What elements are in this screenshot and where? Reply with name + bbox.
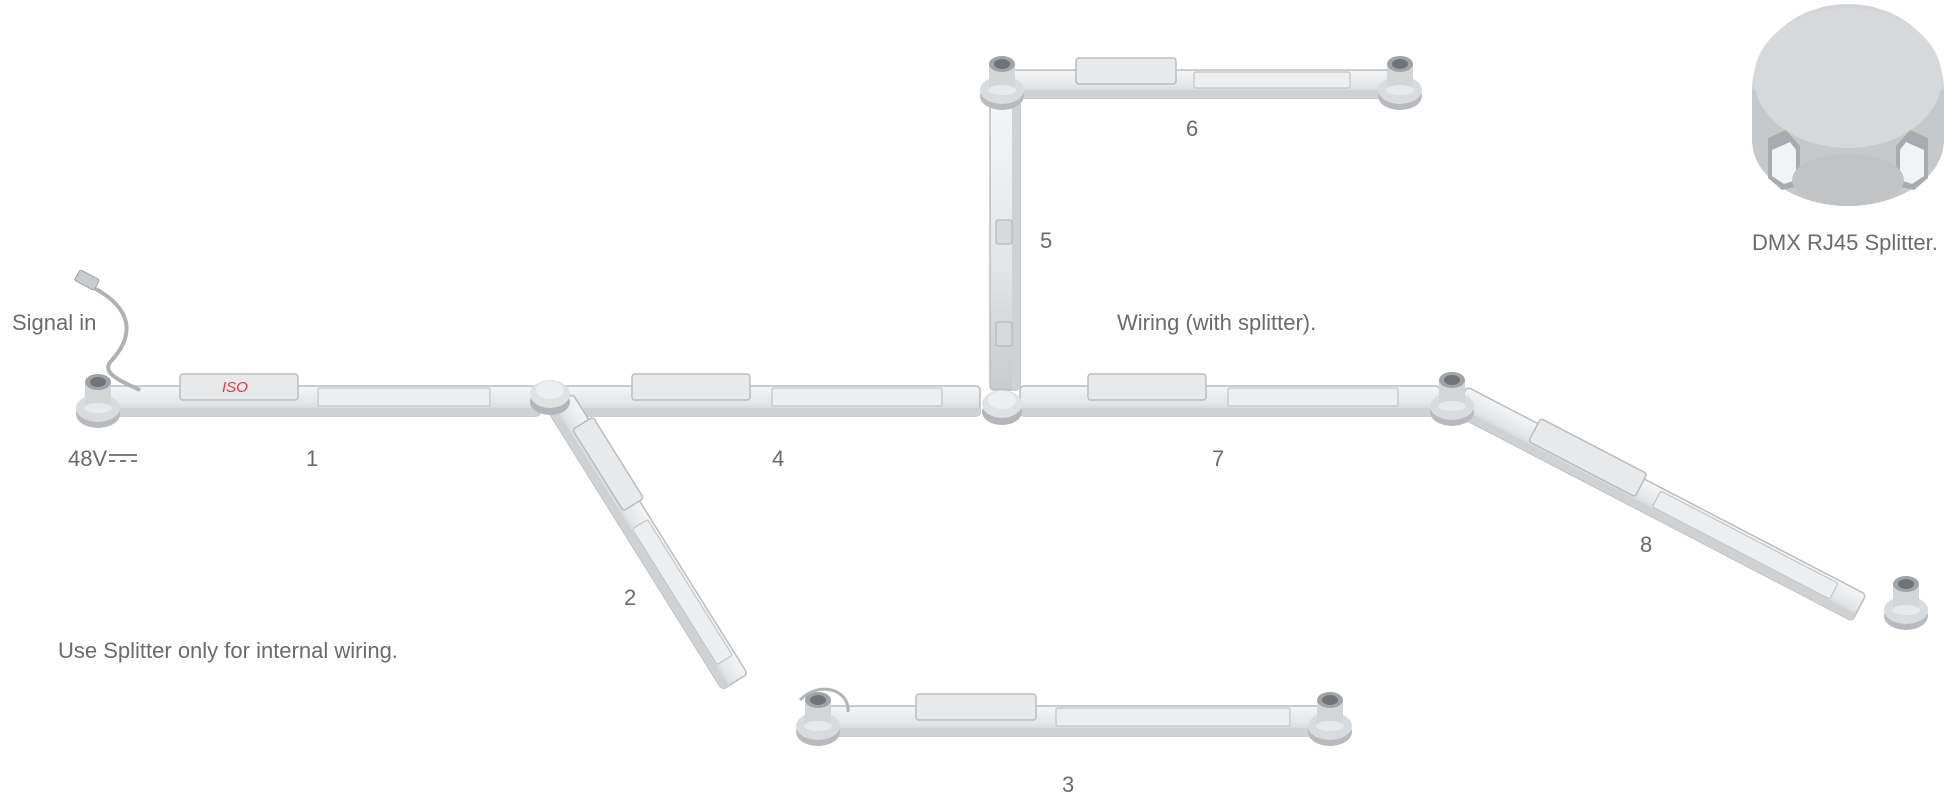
dmx-splitter-illustration	[1752, 4, 1944, 206]
rail-segment-8	[1453, 387, 1866, 622]
driver-box-7	[1087, 373, 1207, 401]
rail-segment-5	[989, 99, 1021, 391]
iso-tag: ISO	[222, 379, 248, 396]
signal-in-label: Signal in	[12, 310, 97, 335]
junction-hub-1	[530, 380, 570, 415]
rail-segment-3	[819, 693, 1331, 737]
splitter-title: DMX RJ45 Splitter.	[1752, 230, 1938, 255]
connector-loop	[798, 687, 850, 713]
driver-box-4	[631, 373, 751, 401]
voltage-label: 48V	[68, 446, 138, 472]
endcap-6-right	[1378, 56, 1422, 110]
endcap-3-left	[796, 692, 840, 746]
rail-segment-4	[559, 373, 981, 417]
junction-hub-2	[982, 390, 1022, 425]
segment-label-6: 6	[1186, 116, 1199, 141]
segment-label-8: 8	[1640, 532, 1653, 557]
wiring-note: Wiring (with splitter).	[1117, 310, 1317, 335]
endcap-6-left	[980, 56, 1024, 110]
rail-segment-1: ISO	[99, 373, 541, 417]
segment-label-7: 7	[1212, 446, 1225, 471]
dc-symbol-icon	[109, 454, 138, 466]
segment-label-3: 3	[1062, 772, 1075, 797]
rail-segment-2	[547, 394, 747, 690]
usage-note: Use Splitter only for internal wiring.	[58, 638, 398, 663]
signal-cable	[74, 269, 141, 392]
segment-label-1: 1	[306, 446, 319, 471]
segment-label-4: 4	[772, 446, 785, 471]
endcap-signal-in	[76, 374, 120, 428]
rail-segment-7	[1019, 373, 1441, 417]
segment-label-5: 5	[1040, 228, 1053, 253]
endcap-8-end	[1884, 576, 1928, 630]
driver-box-6	[1075, 57, 1177, 85]
rail-segment-6	[999, 57, 1401, 99]
driver-box-1	[179, 373, 299, 401]
voltage-value: 48V	[68, 446, 108, 471]
segment-label-2: 2	[624, 585, 637, 610]
endcap-3-right	[1308, 692, 1352, 746]
driver-box-3	[915, 693, 1037, 721]
endcap-7-right	[1430, 372, 1474, 426]
